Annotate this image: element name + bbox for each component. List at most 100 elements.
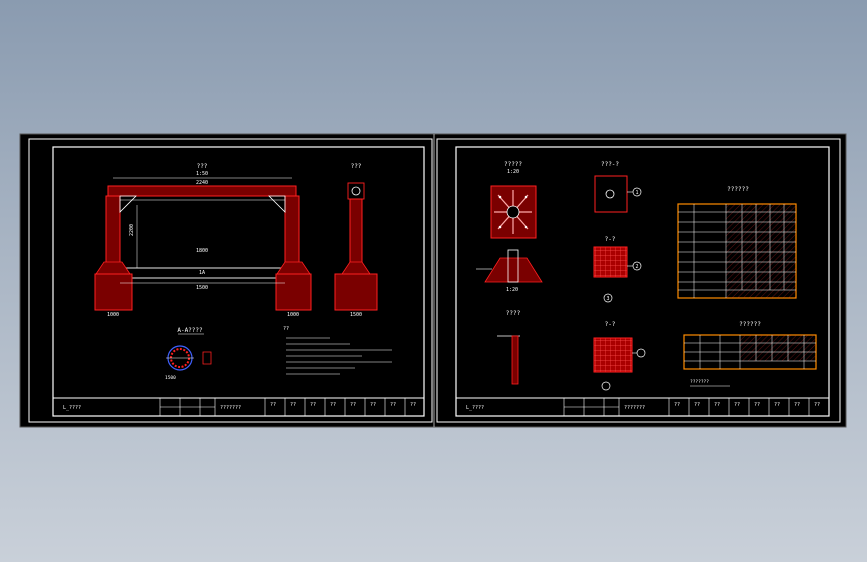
review-label: ?? xyxy=(714,402,720,408)
left-footing xyxy=(94,273,133,311)
section2-callout-circle xyxy=(636,348,646,358)
plate-section: ???-? 1 xyxy=(594,161,642,213)
clear-width: 1800 xyxy=(196,248,208,254)
section-a-a: A-A???? 1500 xyxy=(165,327,212,381)
footing-left-dimension: 1000 xyxy=(107,312,119,318)
approve-label: ?? xyxy=(330,402,336,408)
table2-title: ?????? xyxy=(739,321,761,328)
left-column xyxy=(105,195,121,269)
right-column xyxy=(284,195,300,269)
rebar-detail: ???? xyxy=(497,310,521,385)
sheet-label: ?? xyxy=(794,402,800,408)
beam-mark: 1A xyxy=(199,270,205,276)
sheet-left-border xyxy=(28,138,433,423)
project-cell: L_???? xyxy=(466,405,484,411)
side-cap-hole xyxy=(351,186,361,196)
date-label: ?? xyxy=(370,402,376,408)
callout-2: 2 xyxy=(635,264,638,270)
sheet-no-label: ?? xyxy=(814,402,820,408)
section-title: A-A???? xyxy=(177,327,203,334)
section-2: ?-? xyxy=(593,321,646,391)
drawing-name: ??????? xyxy=(624,405,645,411)
height-dimension: 2200 xyxy=(129,224,135,236)
plan-scale: 1:20 xyxy=(507,169,519,175)
callout-1: 1 xyxy=(635,190,638,196)
check-label: ?? xyxy=(694,402,700,408)
section-dim-label: 1500 xyxy=(165,375,176,381)
approve-label: ?? xyxy=(734,402,740,408)
callout-3-circle xyxy=(603,293,613,303)
plan-title: ????? xyxy=(504,161,522,168)
plate-hole xyxy=(605,189,615,199)
side-footing xyxy=(334,273,378,311)
quantity-table-2: ?????? ??????? xyxy=(683,321,817,387)
plate-outline xyxy=(594,175,628,213)
design-label: ?? xyxy=(674,402,680,408)
anchor-stub xyxy=(507,249,519,283)
side-footing-dimension: 1500 xyxy=(350,312,362,318)
section-1: ?-? 2 3 xyxy=(593,236,642,303)
elevation-view: ??? 1:50 2240 2200 1A 1500 1000 xyxy=(94,163,312,318)
table1-grid xyxy=(678,204,796,298)
sheet-left: ??? 1:50 2240 2200 1A 1500 1000 xyxy=(28,138,433,423)
section1-rebar-mat xyxy=(593,246,628,278)
notes: ?? xyxy=(283,326,392,375)
title-block-right: L_???? ??????? ?? ?? ?? ?? ?? ?? ?? ?? xyxy=(456,397,829,416)
quantity-table-1: ?????? xyxy=(677,186,797,299)
notes-lines xyxy=(286,337,392,375)
detail-rebar xyxy=(511,335,519,385)
check-label: ?? xyxy=(290,402,296,408)
stirrup-detail xyxy=(202,351,212,365)
sheet-no-label: ?? xyxy=(410,402,416,408)
anchor-bolts xyxy=(498,195,528,229)
anchor-pedestal xyxy=(484,257,543,283)
drawing-name: ??????? xyxy=(220,405,241,411)
base-plate-plan: ????? 1:20 xyxy=(490,161,537,239)
section2-callout-bottom xyxy=(601,381,611,391)
table1-title: ?????? xyxy=(727,186,749,193)
section2-rebar-mat xyxy=(593,337,633,373)
title-block-left: L_???? ??????? ?? ?? ?? ?? ?? ?? ?? ?? xyxy=(53,397,424,416)
sheet-label: ?? xyxy=(390,402,396,408)
table1-shaded-columns xyxy=(726,204,796,298)
callout-1-circle xyxy=(632,187,642,197)
table2-shaded-cells xyxy=(740,335,816,361)
sheet-right: ????? 1:20 1:20 ???? xyxy=(436,138,841,423)
detail-title: ???? xyxy=(506,310,521,317)
section1-title: ?-? xyxy=(605,236,616,243)
callout-3: 3 xyxy=(606,296,609,302)
callout-2-circle xyxy=(632,261,642,271)
section2-title: ?-? xyxy=(605,321,616,328)
top-dimension: 2240 xyxy=(196,180,208,186)
anchor-scale: 1:20 xyxy=(506,287,518,293)
sheet-right-border xyxy=(436,138,841,423)
notes-header: ?? xyxy=(283,326,289,332)
side-view-title: ??? xyxy=(351,163,362,170)
right-footing xyxy=(275,273,312,311)
design-label: ?? xyxy=(270,402,276,408)
scale-label: ?? xyxy=(754,402,760,408)
title-block-grid xyxy=(563,398,810,416)
right-haunch xyxy=(268,195,286,213)
elevation-title: ??? xyxy=(197,163,208,170)
plate-title: ???-? xyxy=(601,161,619,168)
sheet-left-frame xyxy=(52,146,425,417)
project-cell: L_???? xyxy=(63,405,81,411)
review-label: ?? xyxy=(310,402,316,408)
left-haunch xyxy=(119,195,137,213)
date-label: ?? xyxy=(774,402,780,408)
anchor-elevation: 1:20 xyxy=(476,249,543,293)
plate-center-hole xyxy=(506,205,520,219)
sheet-right-frame xyxy=(455,146,830,417)
table2-grid xyxy=(684,335,816,369)
bottom-dimension: 1500 xyxy=(196,285,208,291)
crossbeam xyxy=(107,185,297,197)
table-note: ??????? xyxy=(690,379,709,385)
elevation-scale: 1:50 xyxy=(196,171,208,177)
footing-right-dimension: 1000 xyxy=(287,312,299,318)
side-column xyxy=(349,198,363,265)
title-block-grid xyxy=(159,398,406,416)
side-view: ??? 1500 xyxy=(334,163,378,318)
scale-label: ?? xyxy=(350,402,356,408)
